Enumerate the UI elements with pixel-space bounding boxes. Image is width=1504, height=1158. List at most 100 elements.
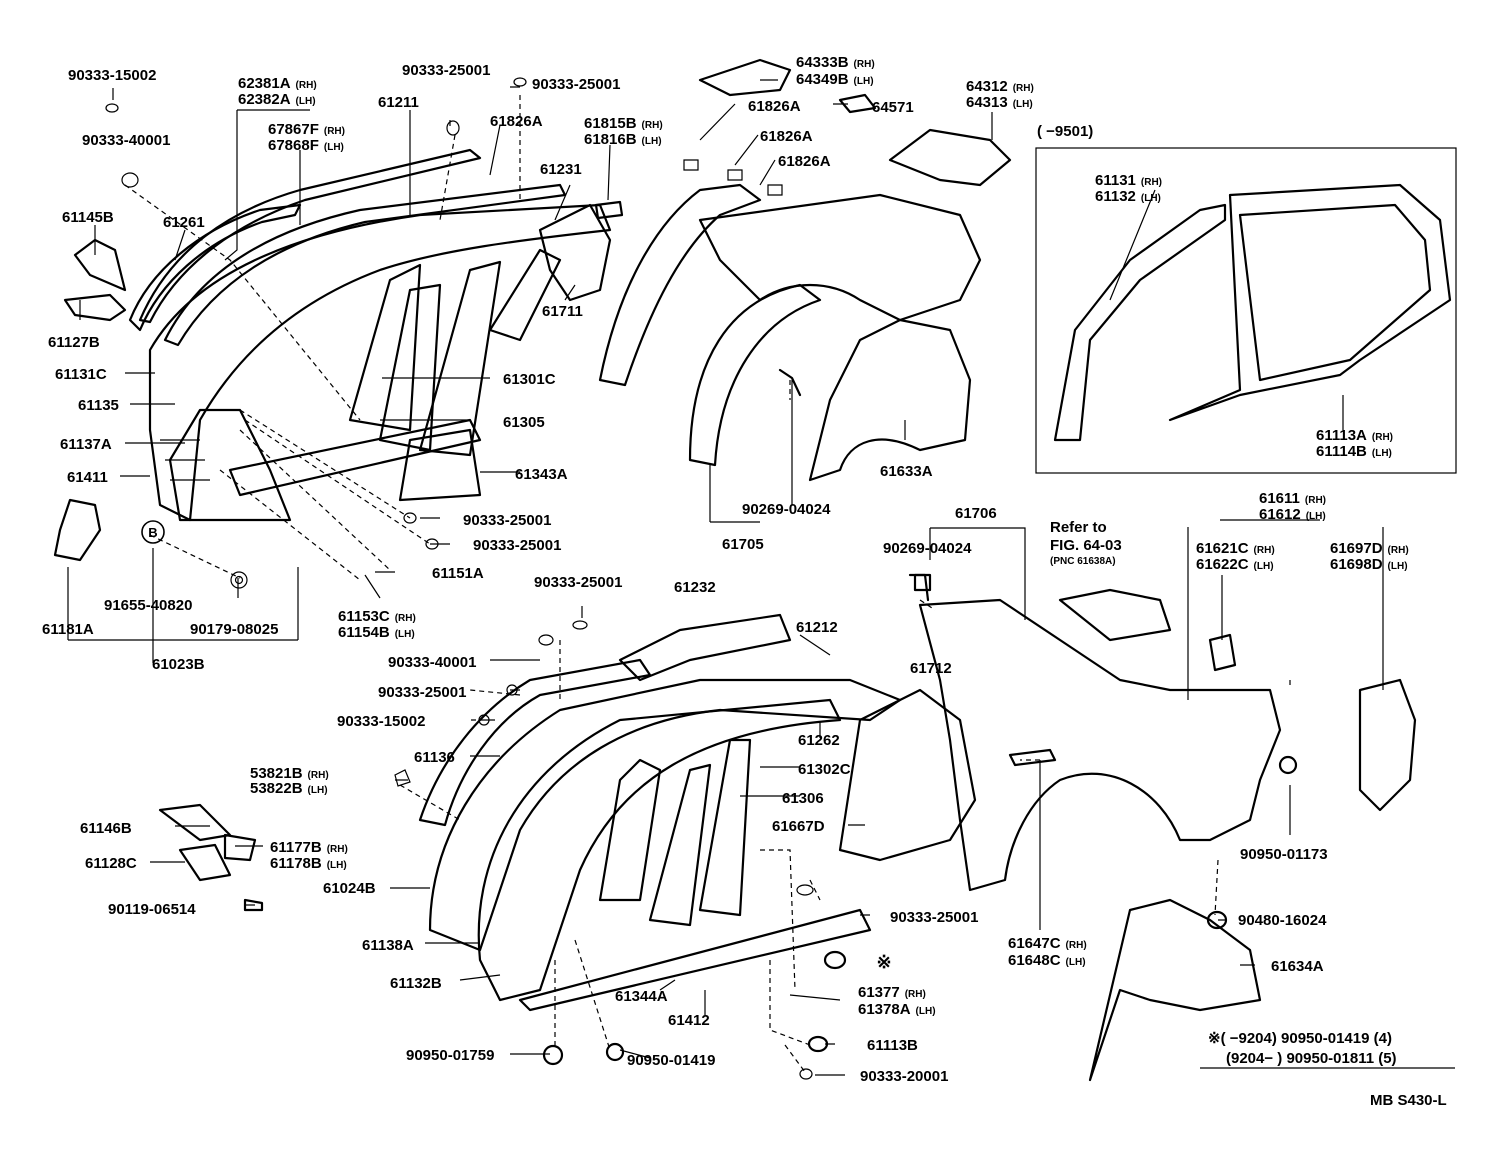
side-qualifier: (RH)	[1141, 177, 1162, 188]
part-number: 90333-15002	[68, 67, 156, 84]
callout-b-letter: B	[148, 525, 157, 540]
part-number: 61622C	[1196, 556, 1249, 573]
part-label-p61826a-b: 61826A	[748, 98, 801, 115]
part-number: (9204− ) 90950-01811 (5)	[1226, 1050, 1397, 1067]
part-number: 90950-01419	[627, 1052, 715, 1069]
part-number: 61343A	[515, 466, 568, 483]
part-number: 90950-01759	[406, 1047, 494, 1064]
part-number: 90333-40001	[82, 132, 170, 149]
part-label-p64571: 64571	[872, 99, 914, 116]
part-number: 90269-04024	[883, 540, 972, 557]
part-label-p61706: 61706	[955, 505, 997, 522]
dashed-connectors	[124, 95, 1219, 1073]
part-number: 61178B	[270, 855, 322, 872]
side-qualifier: (RH)	[1305, 495, 1326, 506]
part-label-p64333b: 64333B(RH)	[796, 54, 875, 71]
part-number: 61816B	[584, 131, 637, 148]
part-number: 61826A	[778, 153, 831, 170]
part-number: 61815B	[584, 115, 637, 132]
part-number: 90119-06514	[108, 901, 196, 918]
part-number: 90333-25001	[890, 909, 978, 926]
lower-left-side-member-assembly	[158, 613, 977, 1012]
part-label-p61302c: 61302C	[798, 761, 851, 778]
part-number: 61211	[378, 94, 419, 111]
part-number: FIG. 64-03	[1050, 537, 1122, 554]
part-label-p90333-25001-g: 90333-25001	[890, 909, 978, 926]
part-number: 67868F	[268, 137, 319, 154]
part-label-p61177b: 61177B(RH)	[270, 839, 348, 856]
part-number: 90480-16024	[1238, 912, 1327, 929]
part-label-p61711: 61711	[542, 303, 583, 320]
part-label-p61705: 61705	[722, 536, 764, 553]
part-label-pref2: FIG. 64-03	[1050, 537, 1122, 554]
part-label-p61816b: 61816B(LH)	[584, 131, 662, 148]
part-label-p61262: 61262	[798, 732, 840, 749]
part-label-p61647c: 61647C(RH)	[1008, 935, 1087, 952]
part-label-p61113a: 61113A(RH)	[1316, 427, 1393, 444]
part-label-p61151a: 61151A	[432, 565, 484, 582]
part-label-p61132: 61132(LH)	[1095, 188, 1161, 205]
part-label-p90333-25001-b: 90333-25001	[532, 76, 620, 93]
part-label-pcode: MB S430-L	[1370, 1092, 1447, 1109]
part-label-p62382a: 62382A(LH)	[238, 91, 316, 108]
part-number: 61232	[674, 579, 716, 596]
part-label-p61145b: 61145B	[62, 209, 114, 226]
side-qualifier: (RH)	[905, 989, 926, 1000]
part-number: 61611	[1259, 490, 1300, 507]
part-label-p64313: 64313(LH)	[966, 94, 1033, 111]
part-label-p67868f: 67868F(LH)	[268, 137, 344, 154]
part-label-p61634a: 61634A	[1271, 958, 1324, 975]
part-label-p90333-20001: 90333-20001	[860, 1068, 948, 1085]
part-number: 61648C	[1008, 952, 1061, 969]
part-label-p90333-40001-a: 90333-40001	[82, 132, 170, 149]
side-qualifier: (LH)	[1013, 99, 1033, 110]
part-number: 61621C	[1196, 540, 1249, 557]
inset-9501-side-member	[1035, 147, 1457, 474]
side-qualifier: (LH)	[854, 76, 874, 87]
part-number: 61023B	[152, 656, 205, 673]
part-label-p53822b: 53822B(LH)	[250, 780, 328, 797]
side-qualifier: (RH)	[296, 80, 317, 91]
part-number: 61146B	[80, 820, 132, 837]
part-label-p61137a: 61137A	[60, 436, 112, 453]
part-number: 61136	[414, 749, 455, 766]
part-number: ( −9501)	[1037, 123, 1093, 140]
side-qualifier: (RH)	[642, 120, 663, 131]
part-number: 67867F	[268, 121, 319, 138]
part-number: 61138A	[362, 937, 414, 954]
part-number: 53821B	[250, 765, 303, 782]
side-qualifier: (RH)	[327, 844, 348, 855]
part-number: 61712	[910, 660, 952, 677]
part-number: 90269-04024	[742, 501, 831, 518]
part-label-p61826a-d: 61826A	[778, 153, 831, 170]
part-label-p61211: 61211	[378, 94, 419, 111]
part-label-p61826a-c: 61826A	[760, 128, 813, 145]
part-number: 61212	[796, 619, 838, 636]
part-number: 90333-25001	[378, 684, 466, 701]
part-label-pref1: Refer to	[1050, 519, 1107, 536]
part-label-p61697d: 61697D(RH)	[1330, 540, 1409, 557]
side-qualifier: (LH)	[916, 1006, 936, 1017]
part-label-p61648c: 61648C(LH)	[1008, 952, 1086, 969]
part-label-p90333-15002-a: 90333-15002	[68, 67, 156, 84]
part-number: 61302C	[798, 761, 851, 778]
side-qualifier: (RH)	[308, 770, 329, 781]
part-label-p61023b: 61023B	[152, 656, 205, 673]
part-label-p61135: 61135	[78, 397, 119, 414]
part-label-p61128c: 61128C	[85, 855, 137, 872]
part-number: 61135	[78, 397, 119, 414]
part-label-p61132b: 61132B	[390, 975, 442, 992]
part-label-p61815b: 61815B (RH)	[584, 115, 663, 132]
part-number: 61305	[503, 414, 545, 431]
part-label-p61178b: 61178B(LH)	[270, 855, 347, 872]
part-number: ※( −9204) 90950-01419 (4)	[1208, 1030, 1392, 1047]
part-label-p61261: 61261	[163, 214, 205, 231]
side-qualifier: (LH)	[1306, 511, 1326, 522]
leader-lines	[67, 79, 1455, 1076]
part-label-p90333-25001-a: 90333-25001	[402, 62, 490, 79]
part-number: 61411	[67, 469, 108, 486]
part-number: 90333-40001	[388, 654, 476, 671]
side-qualifier: (RH)	[1254, 545, 1275, 556]
